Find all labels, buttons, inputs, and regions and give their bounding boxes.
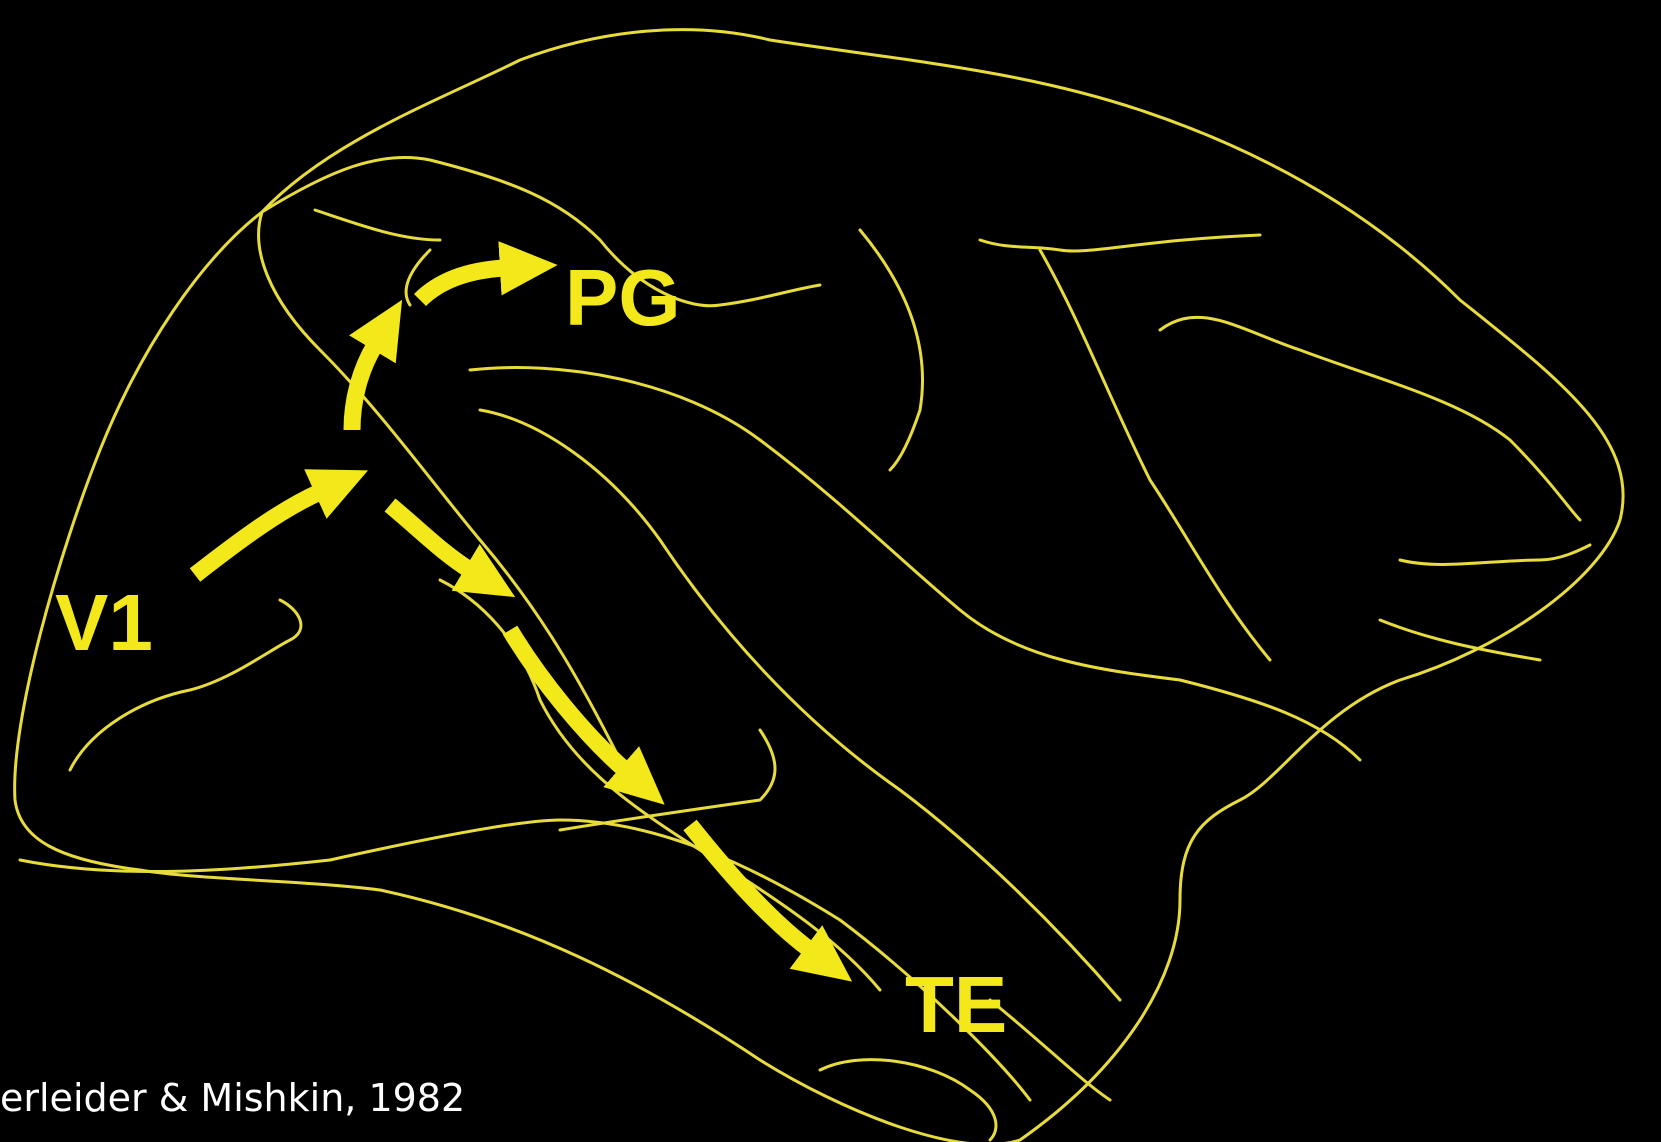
- dorsal-arrow-to-pg: [420, 268, 505, 300]
- temporal-pole-contour: [820, 1060, 996, 1140]
- orbital-sulcus: [1400, 545, 1590, 564]
- arcuate-lower-branch: [1040, 250, 1270, 660]
- ventral-stream: [390, 505, 810, 950]
- arcuate-sulcus: [980, 235, 1260, 251]
- dorsal-arrow-parietal-ascending: [352, 345, 375, 430]
- dorsal-stream: [195, 268, 505, 575]
- ventral-arrow-v4-to-teo: [510, 630, 625, 770]
- lunate-branch: [315, 210, 440, 240]
- ventral-arrow-teo-to-te: [690, 825, 810, 950]
- brain-outline: [15, 30, 1623, 1142]
- superior-parietal-sulcus: [262, 157, 820, 305]
- central-sulcus: [860, 230, 923, 470]
- citation-text: erleider & Mishkin, 1982: [0, 1076, 465, 1120]
- superior-temporal-sulcus: [480, 410, 1120, 1000]
- label-v1: V1: [55, 578, 153, 667]
- label-pg: PG: [565, 253, 681, 342]
- label-te: TE: [905, 960, 1007, 1049]
- anterior-temporal-sulcus: [990, 1000, 1110, 1100]
- temporal-lobe-border: [20, 820, 1030, 1100]
- inferior-temporal-sulcus: [440, 580, 880, 990]
- dorsal-arrow-v1-to-parietal: [195, 492, 320, 575]
- brain-drawing: [15, 30, 1623, 1142]
- sulci: [70, 157, 1590, 1100]
